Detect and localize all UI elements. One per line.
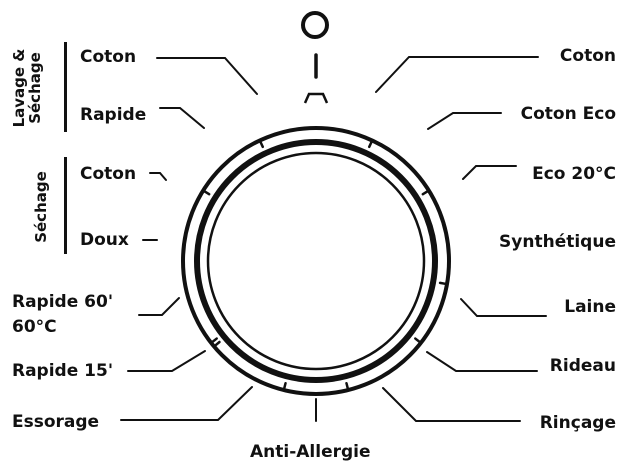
leader-coton-dry (149, 172, 167, 181)
dial-ticks (202, 140, 448, 391)
dial-face (206, 151, 426, 371)
dial-inner-ring (194, 139, 438, 383)
dial-tick-8 (282, 382, 287, 391)
program-rincage[interactable]: Rinçage (539, 413, 616, 433)
program-synthetique[interactable]: Synthétique (499, 232, 616, 252)
group-title-dry: Séchage (32, 161, 50, 253)
group-title-line2: Séchage (26, 52, 44, 124)
program-coton-dry[interactable]: Coton (80, 164, 137, 184)
program-rapide-15[interactable]: Rapide 15' (12, 361, 114, 381)
leader-coton-eco (427, 112, 502, 130)
dial-tick-3 (367, 140, 374, 149)
program-doux[interactable]: Doux (80, 230, 129, 250)
leader-rapide-washdry (159, 107, 205, 129)
program-coton-eco[interactable]: Coton Eco (520, 104, 616, 124)
program-laine[interactable]: Laine (564, 297, 616, 317)
program-coton-right[interactable]: Coton (559, 46, 616, 66)
program-rideau[interactable]: Rideau (549, 356, 616, 376)
group-bar-dry (64, 157, 67, 254)
leader-rideau (426, 351, 538, 372)
dial-tick-2 (258, 140, 265, 149)
leader-laine (460, 298, 547, 317)
group-title-wash-dry: Lavage & Séchage (10, 41, 44, 135)
power-icon[interactable] (298, 8, 332, 42)
dial-outer-ring[interactable] (181, 126, 451, 396)
dial-tick-1 (202, 189, 211, 196)
program-anti-allergie[interactable]: Anti-Allergie (250, 442, 371, 462)
dial-tick-5 (438, 281, 448, 286)
dial-tick-9 (210, 337, 218, 344)
dial-tick-4 (421, 189, 430, 196)
program-coton-washdry[interactable]: Coton (80, 47, 137, 67)
group-title-dry-text: Séchage (32, 171, 50, 243)
program-rapide-washdry[interactable]: Rapide (80, 105, 147, 125)
leader-rincage (382, 387, 521, 422)
leader-rapide60 (138, 297, 180, 316)
group-bar-wash-dry (64, 42, 67, 132)
leader-lines (120, 56, 547, 422)
dial-tick-6 (414, 337, 422, 344)
group-title-line1: Lavage & (10, 48, 28, 128)
program-rapide-60[interactable]: Rapide 60' (12, 292, 114, 312)
program-eco-20[interactable]: Eco 20°C (532, 164, 616, 184)
leader-eco20 (462, 165, 517, 180)
leader-rapide15 (127, 350, 206, 372)
leader-coton-right (375, 56, 539, 93)
program-essorage[interactable]: Essorage (12, 412, 100, 432)
dial-tick-0 (213, 340, 221, 348)
dial-tick-7 (345, 382, 350, 391)
leader-coton-washdry (156, 57, 258, 95)
program-60c[interactable]: 60°C (12, 317, 57, 337)
dial-pointer-icon (303, 92, 329, 104)
leader-essorage (120, 386, 253, 421)
